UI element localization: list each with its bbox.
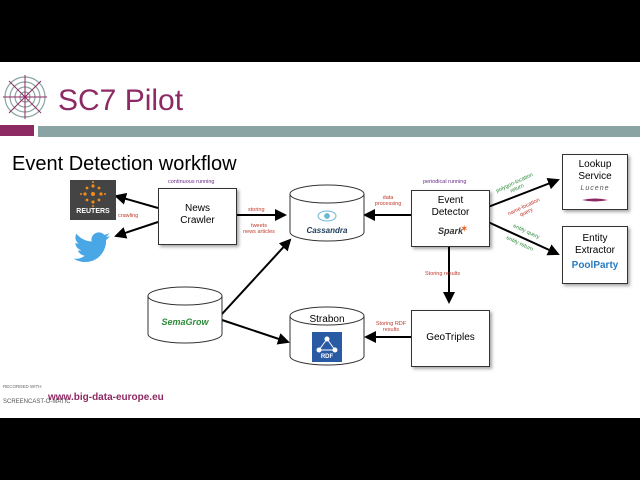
label-data-processing: data processing [374,195,402,207]
arrow-detector-extractor [476,212,560,256]
label-crawling: crawling [118,213,139,219]
extractor-line2: Extractor [574,245,615,256]
cassandra-label: Cassandra [306,226,348,235]
extractor-line1: Entity [582,233,608,244]
semagrow-cylinder [147,286,223,344]
lucene-logo: Lucene [580,185,610,192]
poolparty-logo: PoolParty [571,260,619,271]
reuters-logo: REUTERS [70,180,116,220]
strabon-cylinder [289,306,365,366]
slide: SC7 Pilot Event Detection workflow [0,62,640,418]
label-storing: storing [248,207,265,213]
arrow-crawler-reuters [114,192,159,209]
news-crawler-box: News Crawler [158,188,237,245]
lookup-line2: Service [578,171,612,182]
label-storing-rdf: Storing RDF results [375,321,407,333]
twitter-bird-icon [73,232,110,262]
title-bar [38,126,640,137]
cassandra-cylinder [289,184,365,242]
spark-logo: Spark [437,226,463,236]
arrow-detector-lookup [476,178,560,217]
cassandra-eye-icon [317,210,337,222]
geotriples-box: GeoTriples [411,310,490,367]
strabon-label: Strabon [309,314,345,325]
reuters-label: REUTERS [76,208,110,215]
arrow-semagrow-strabon [210,311,290,345]
rdf-label: RDF [320,354,334,360]
page-title: SC7 Pilot [58,84,184,117]
spark-star-icon: ✶ [460,224,469,235]
label-continuous-running: continuous running [168,179,215,185]
label-periodical-running: periodical running [423,179,467,185]
diagram-arrows [114,178,560,345]
news-crawler-line1: News [184,203,210,214]
footer-url[interactable]: www.big-data-europe.eu [48,392,164,403]
accent-bar [0,125,34,136]
logo-icon [3,75,47,119]
reuters-icon [80,181,106,207]
lookup-service-box: Lookup Service Lucene [562,154,628,210]
news-crawler-line2: Crawler [180,215,215,226]
arrow-crawler-twitter [114,221,159,239]
lucene-feather-icon [582,198,608,202]
lookup-line1: Lookup [578,159,612,170]
event-detector-line2: Detector [431,207,470,218]
recorder-name: SCREENCAST-O-MATIC [3,399,71,405]
event-detector-box: Event Detector Spark ✶ [411,190,490,247]
subtitle: Event Detection workflow [12,153,237,175]
label-tweets: tweets news articles [243,223,275,235]
label-storing-results: Storing results [425,271,461,277]
semagrow-label: SemaGrow [161,317,209,327]
entity-extractor-box: Entity Extractor PoolParty [562,226,628,284]
recorder-label: RECORDED WITH [3,384,42,389]
arrow-semagrow-cassandra [210,238,292,326]
event-detector-line1: Event [437,195,464,206]
geotriples-label: GeoTriples [426,332,475,343]
